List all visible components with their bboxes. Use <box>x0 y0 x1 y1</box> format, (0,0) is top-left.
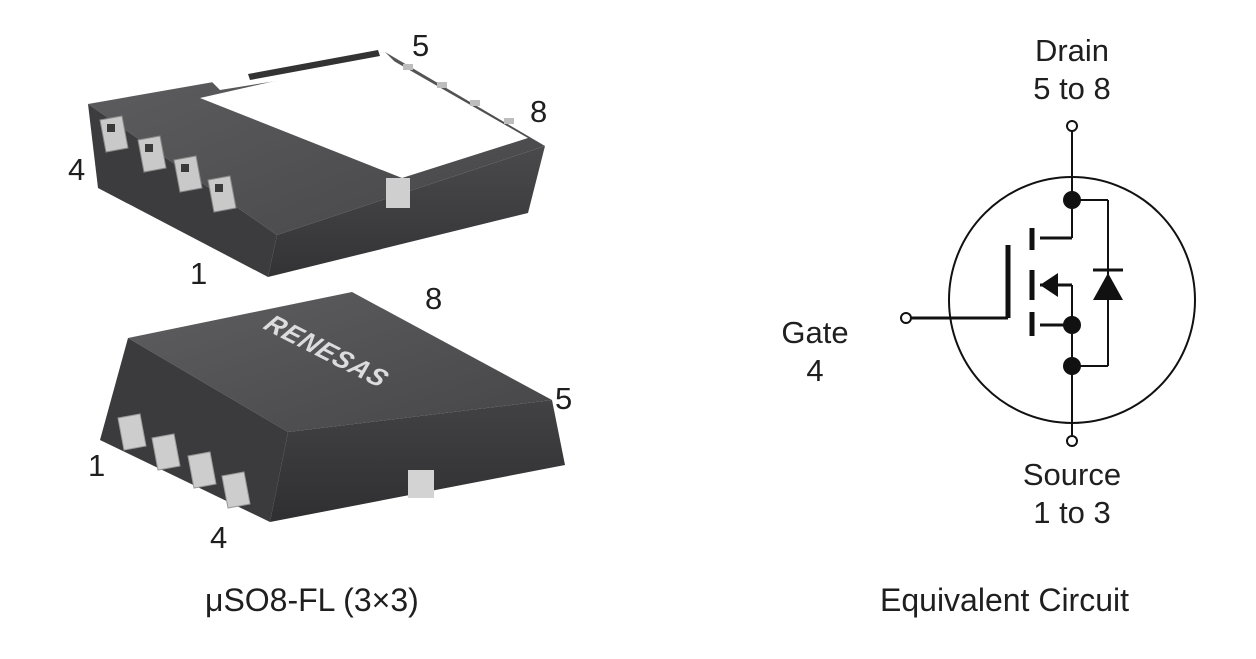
pins-1-4-bottom <box>117 413 251 509</box>
pin-label-1-top: 1 <box>190 256 208 291</box>
source-name: Source <box>1022 457 1122 492</box>
pin-label-8-top: 8 <box>530 94 548 129</box>
package-top-side-view: RENESAS <box>100 292 565 522</box>
thermal-pad <box>200 56 528 178</box>
front-lead-top <box>386 178 410 208</box>
drain-name: Drain <box>1034 33 1110 68</box>
drain-leads-top <box>403 64 514 124</box>
gate-pins: 4 <box>806 353 824 389</box>
gate-terminal <box>900 312 912 324</box>
drain-label: Drain 5 to 8 <box>1002 32 1142 109</box>
gate-label: Gate 4 <box>760 314 870 391</box>
pin-label-5-top: 5 <box>412 28 430 63</box>
pin-label-4-top: 4 <box>68 152 86 187</box>
package-bottom-side-view <box>88 50 545 277</box>
source-pins: 1 to 3 <box>1033 495 1111 531</box>
drain-pins: 5 to 8 <box>1033 71 1111 107</box>
pin-label-1-bottom: 1 <box>88 448 106 483</box>
pin-label-8-bottom: 8 <box>425 281 443 316</box>
package-caption: μSO8-FL (3×3) <box>205 582 419 618</box>
body-diode <box>1093 273 1123 300</box>
gate-name: Gate <box>781 315 849 350</box>
pin-label-4-bottom: 4 <box>210 520 228 555</box>
source-label: Source 1 to 3 <box>992 456 1152 533</box>
source-terminal <box>1066 435 1078 447</box>
pin-label-5-bottom: 5 <box>555 381 573 416</box>
body-arrow <box>1040 273 1058 297</box>
drain-terminal <box>1066 120 1078 132</box>
circuit-caption: Equivalent Circuit <box>880 582 1129 618</box>
front-lead-bottom <box>408 470 434 498</box>
equivalent-circuit <box>900 120 1196 447</box>
